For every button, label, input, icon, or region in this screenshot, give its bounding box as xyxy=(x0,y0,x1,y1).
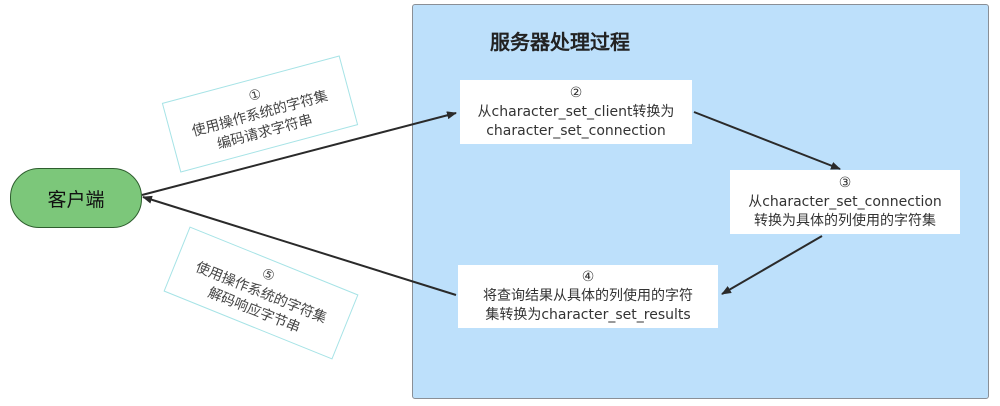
step-2-num: ② xyxy=(569,84,583,101)
client-node: 客户端 xyxy=(10,168,142,228)
step-4-box: ④ 将查询结果从具体的列使用的字符 集转换为character_set_resu… xyxy=(458,265,718,328)
step-3-line1: 从character_set_connection xyxy=(748,193,942,210)
arrow-step2-to-step3 xyxy=(693,111,841,170)
arrow-client-to-step2 xyxy=(141,111,457,196)
arrow-step4-to-client xyxy=(142,195,457,296)
step-3-num: ③ xyxy=(838,174,852,191)
step-4-line1: 将查询结果从具体的列使用的字符 xyxy=(483,288,693,304)
step-4-num: ④ xyxy=(581,269,595,285)
step-2-box: ② 从character_set_client转换为 character_set… xyxy=(460,80,692,144)
step-2-line1: 从character_set_client转换为 xyxy=(477,103,675,120)
step-3-box: ③ 从character_set_connection 转换为具体的列使用的字符… xyxy=(730,170,960,234)
step-4-line2: 集转换为character_set_results xyxy=(485,307,691,323)
client-label: 客户端 xyxy=(47,188,105,211)
server-title: 服务器处理过程 xyxy=(490,30,630,54)
step-3-line2: 转换为具体的列使用的字符集 xyxy=(754,212,936,229)
step-2-line2: character_set_connection xyxy=(486,122,666,139)
arrow-step3-to-step4 xyxy=(721,235,823,295)
